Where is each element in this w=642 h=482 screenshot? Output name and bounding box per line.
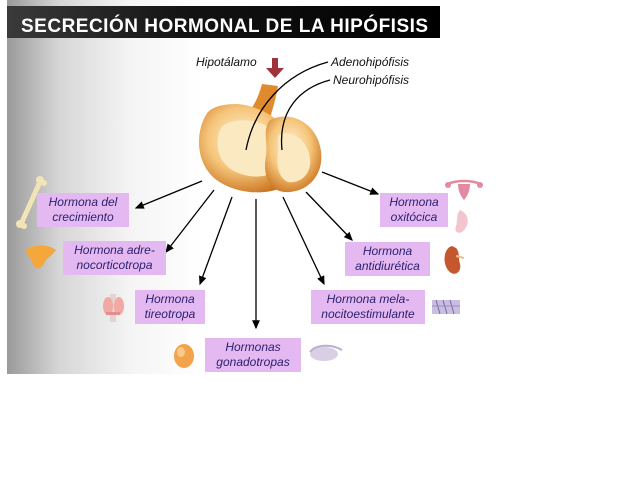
kidney-icon [444, 246, 465, 274]
title-bar: SECRECIÓN HORMONAL DE LA HIPÓFISIS [7, 6, 440, 38]
hormona-adrenocorticotropa-box: Hormona adre- nocorticotropa [63, 241, 166, 275]
testis-icon [309, 344, 343, 361]
hormonas-gonadotropas-line1: Hormonas [225, 340, 281, 354]
arrow-antidiuretica [305, 191, 353, 241]
hormona-melanocitoestimulante-box: Hormona mela- nocitoestimulante [311, 290, 425, 324]
breast-icon [455, 210, 468, 233]
adrenal-gland-icon [26, 245, 56, 269]
hormona-melanocitoestimulante-line2: nocitoestimulante [321, 307, 415, 321]
hypothalamus-arrow-icon [266, 58, 284, 78]
hormonas-gonadotropas-line2: gonadotropas [216, 355, 290, 369]
hormona-tireotropa-box: Hormona tireotropa [135, 290, 205, 324]
hormona-oxitocica-box: Hormona oxitócica [380, 193, 448, 227]
hormona-oxitocica-line2: oxitócica [390, 210, 438, 224]
hormonas-gonadotropas-box: Hormonas gonadotropas [205, 338, 301, 372]
hormona-antidiuretica-line1: Hormona [362, 244, 413, 258]
arrow-tireotropa [199, 196, 233, 286]
bone-icon [16, 176, 47, 229]
skin-icon [432, 299, 460, 315]
hormona-crecimiento-box: Hormona del crecimiento [37, 193, 129, 227]
hormona-adrenocorticotropa-line1: Hormona adre- [74, 243, 155, 257]
neurohipofisis-label: Neurohipófisis [333, 73, 410, 87]
neurohipofisis-leader [280, 79, 331, 151]
arrow-adrenocorticotropa [165, 189, 215, 254]
ovary-icon [174, 344, 194, 368]
hipotalamo-label: Hipotálamo [196, 55, 257, 69]
hormona-adrenocorticotropa-line2: nocorticotropa [76, 258, 153, 272]
hormona-crecimiento-line2: crecimiento [52, 210, 114, 224]
hormona-tireotropa-line1: Hormona [145, 292, 195, 306]
hormona-oxitocica-line1: Hormona [389, 195, 439, 209]
page-title: SECRECIÓN HORMONAL DE LA HIPÓFISIS [21, 16, 429, 37]
adenohipofisis-leader [245, 61, 329, 151]
hormona-melanocitoestimulante-line1: Hormona mela- [326, 292, 410, 306]
pituitary-gland [198, 84, 322, 193]
thyroid-icon [103, 294, 124, 322]
arrow-melanocitoestimulante [282, 196, 325, 286]
adenohipofisis-label: Adenohipófisis [331, 55, 410, 69]
arrow-crecimiento [134, 180, 203, 209]
hormona-antidiuretica-box: Hormona antidiurética [345, 242, 430, 276]
hormona-crecimiento-line1: Hormona del [48, 195, 118, 209]
hormona-tireotropa-line2: tireotropa [144, 307, 196, 321]
arrow-oxitocica [321, 171, 380, 195]
hormona-antidiuretica-line2: antidiurética [355, 259, 420, 273]
uterus-icon [445, 179, 483, 200]
